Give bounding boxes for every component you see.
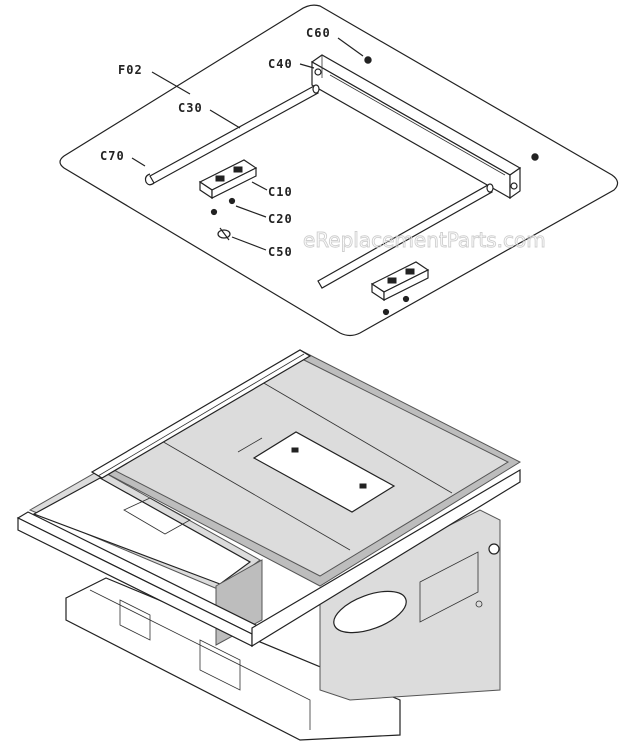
callout-c30: C30 xyxy=(178,101,203,115)
knob-c50 xyxy=(217,227,231,241)
callout-c20: C20 xyxy=(268,212,293,226)
watermark-text: eReplacementParts.com xyxy=(303,228,546,252)
callout-c50: C50 xyxy=(268,245,293,259)
rod-c30 xyxy=(149,84,494,289)
screw-c20 xyxy=(210,197,410,316)
bracket-c10 xyxy=(198,159,258,200)
blade-guard-window xyxy=(333,590,407,634)
throat-plate xyxy=(252,431,396,513)
callout-c60: C60 xyxy=(306,26,331,40)
nut-c60 xyxy=(364,56,539,161)
exploded-parts-panel: F02 C60 C40 C30 C70 C10 C20 C50 xyxy=(59,4,619,337)
leader-lines xyxy=(131,37,364,251)
callout-c10: C10 xyxy=(268,185,293,199)
motor-housing xyxy=(319,509,501,701)
table-saw-assembly xyxy=(16,349,522,741)
callout-f02: F02 xyxy=(118,63,143,77)
callout-c70: C70 xyxy=(100,149,125,163)
base-plate-f02 xyxy=(59,4,619,337)
callout-c40: C40 xyxy=(268,57,293,71)
callout-labels: F02 C60 C40 C30 C70 C10 C20 C50 xyxy=(100,26,331,259)
saw-base xyxy=(65,577,401,741)
rail-bar-c40 xyxy=(310,54,522,200)
bracket-c10-second xyxy=(370,261,430,302)
clip-c70 xyxy=(144,173,155,186)
